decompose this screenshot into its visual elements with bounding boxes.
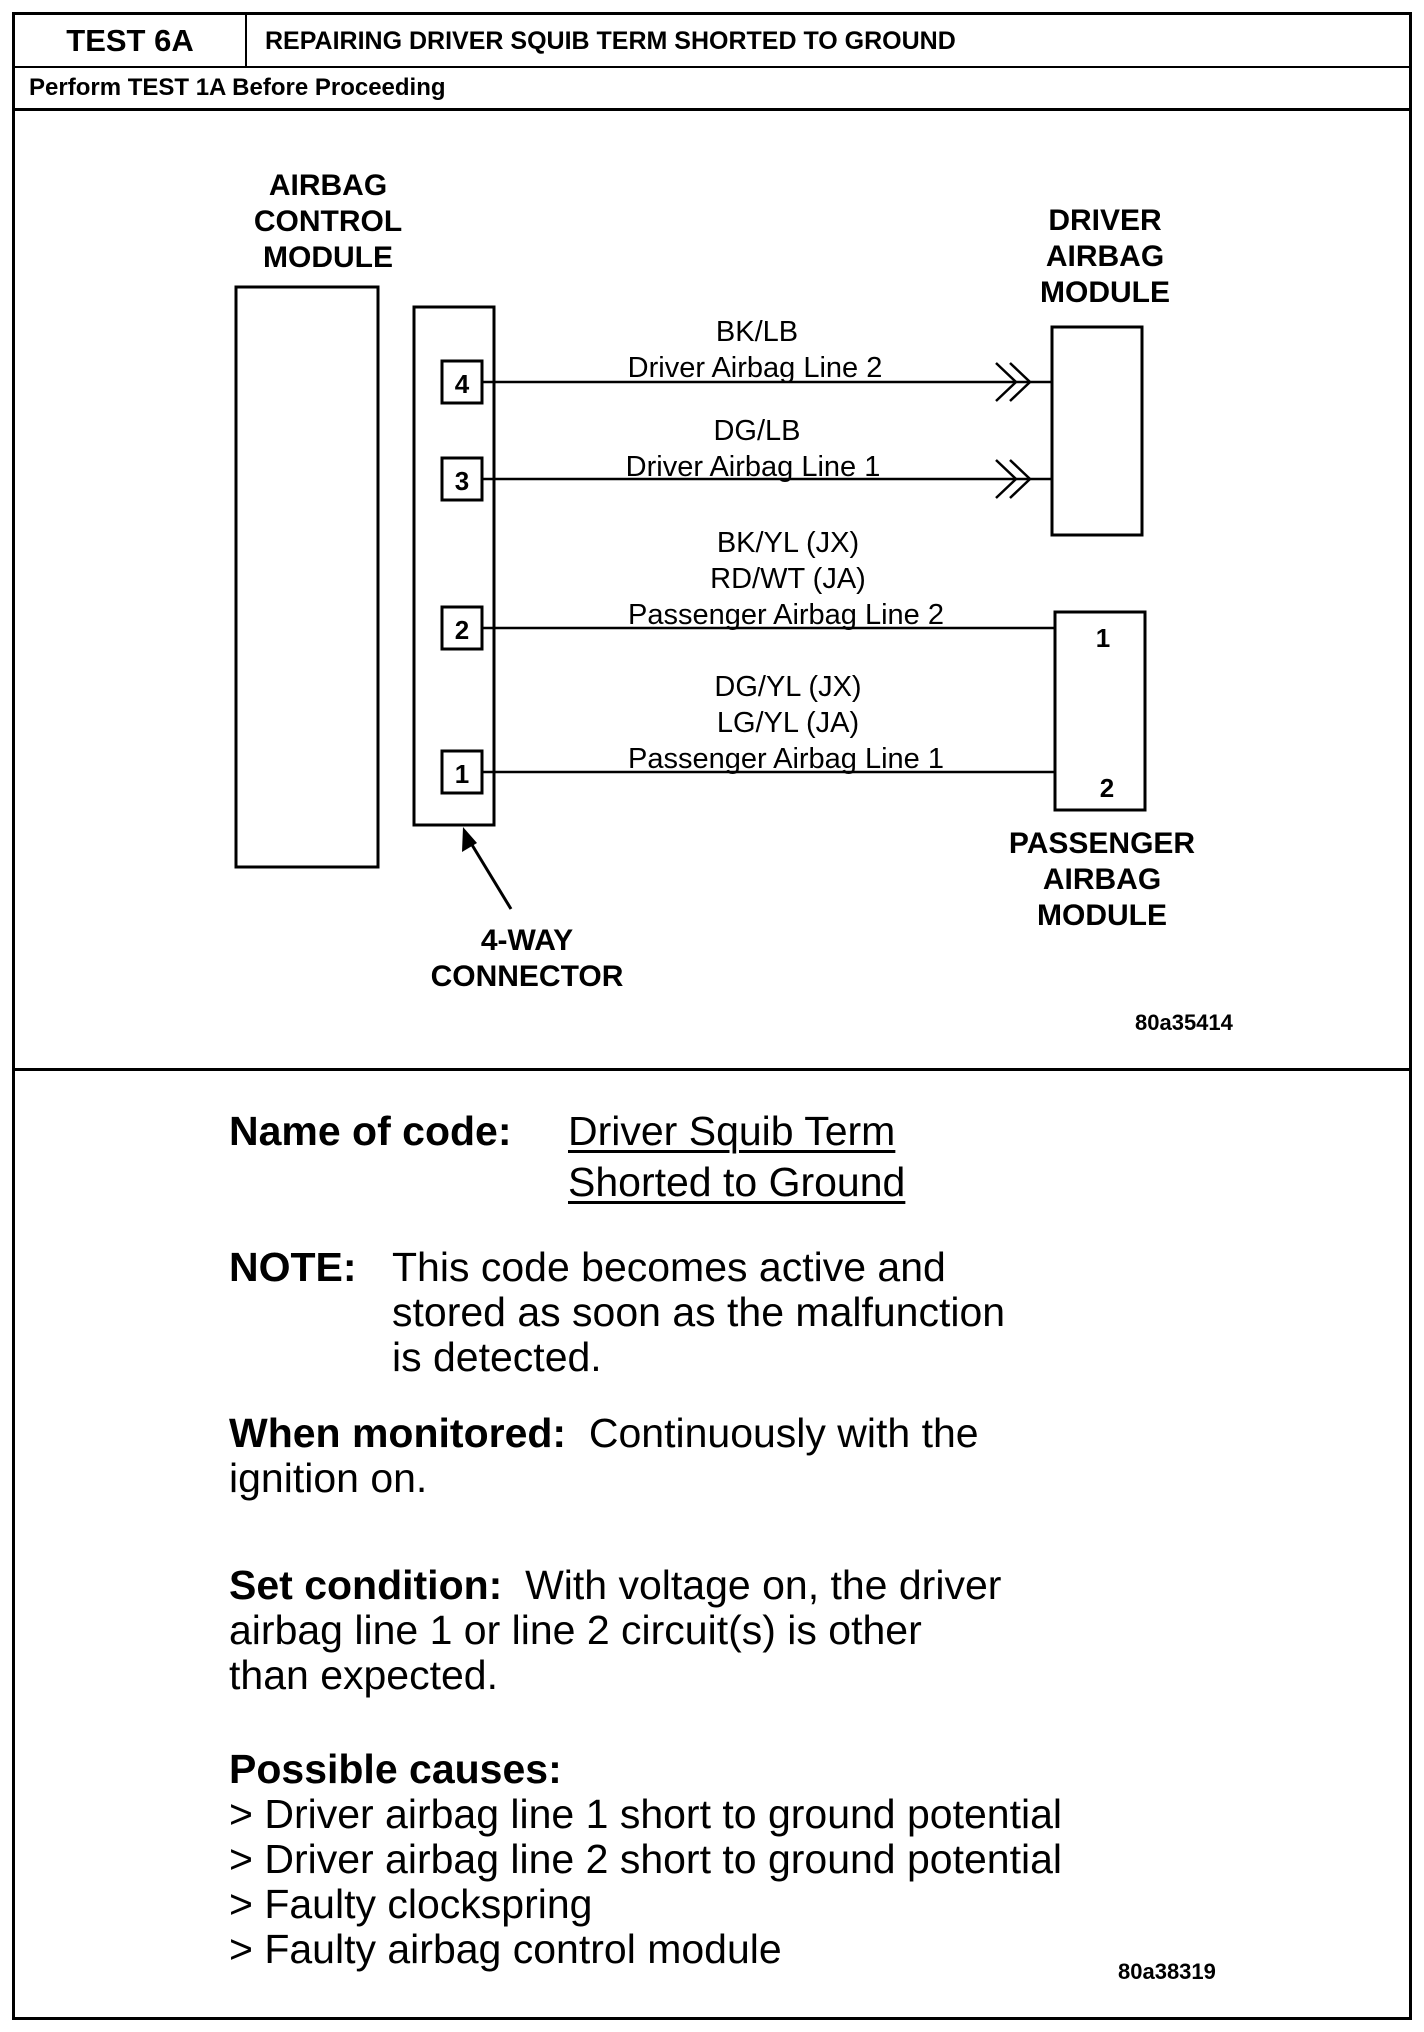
driver-airbag-module-box <box>1050 325 1144 537</box>
acm-label-1: AIRBAG <box>269 169 387 202</box>
note-label-text: NOTE: <box>229 1244 357 1290</box>
wire-pin-3-connector-chevron-a <box>995 459 1018 499</box>
passenger-label-1: PASSENGER <box>1009 827 1195 860</box>
acm-label-2: CONTROL <box>254 205 402 238</box>
possible-causes-label: Possible causes: <box>229 1746 562 1792</box>
note-label: NOTE: <box>229 1245 357 1290</box>
passenger-pin-1-label: 1 <box>1096 623 1110 653</box>
code-name-label: Name of code: <box>229 1108 512 1154</box>
wire-pin-1-color-jx: DG/YL (JX) <box>714 671 861 703</box>
four-way-connector-body <box>412 305 496 827</box>
cause-item-1: > Driver airbag line 1 short to ground p… <box>229 1791 1063 1837</box>
code-info-section: Name of code: Driver Squib Term Shorted … <box>15 1071 1409 2017</box>
diagram-figure-id: 80a35414 <box>1135 1010 1234 1035</box>
note-line-1: This code becomes active and <box>392 1244 946 1290</box>
pin-1-box <box>440 749 484 795</box>
code-name-block: Name of code: Driver Squib Term <box>229 1108 895 1154</box>
airbag-control-module-box <box>234 285 380 869</box>
driver-label-3: MODULE <box>1040 276 1170 309</box>
pin-4-label: 4 <box>455 369 470 399</box>
wire-pin-3-name: Driver Airbag Line 1 <box>626 451 881 483</box>
info-figure-id: 80a38319 <box>1118 1959 1216 1984</box>
header-row: TEST 6A REPAIRING DRIVER SQUIB TERM SHOR… <box>15 15 1409 68</box>
wire-pin-4-color: BK/LB <box>716 316 798 348</box>
connector-label-2: CONNECTOR <box>431 960 624 993</box>
wire-pin-3-color: DG/LB <box>713 415 800 447</box>
test-id: TEST 6A <box>15 15 247 66</box>
when-monitored-text-1: Continuously with the <box>588 1410 979 1456</box>
wire-pin-4-connector-chevron-b <box>1009 362 1032 402</box>
set-condition-text-3: than expected. <box>229 1652 498 1698</box>
cause-item-2: > Driver airbag line 2 short to ground p… <box>229 1836 1063 1882</box>
note-line-3: is detected. <box>392 1334 602 1380</box>
possible-causes-block: Possible causes: > Driver airbag line 1 … <box>229 1747 1062 1972</box>
when-monitored-label: When monitored: <box>229 1410 567 1456</box>
passenger-pin-2-label: 2 <box>1100 773 1114 803</box>
code-name-line-2: Shorted to Ground <box>568 1159 906 1205</box>
driver-label-1: DRIVER <box>1048 204 1162 237</box>
pin-4-box <box>440 359 484 405</box>
wire-pin-2-color-jx: BK/YL (JX) <box>717 527 859 559</box>
set-condition-text-2: airbag line 1 or line 2 circuit(s) is ot… <box>229 1607 922 1653</box>
wire-pin-4-name: Driver Airbag Line 2 <box>628 352 883 384</box>
when-monitored-block: When monitored: Continuously with the ig… <box>229 1411 979 1501</box>
cause-item-4: > Faulty airbag control module <box>229 1926 782 1972</box>
note-line-2: stored as soon as the malfunction <box>392 1289 1006 1335</box>
wiring-diagram-svg: AIRBAG CONTROL MODULE 4 3 2 1 4-WAY CONN… <box>234 169 1234 1035</box>
passenger-airbag-module-box <box>1053 610 1147 812</box>
when-monitored-text-2: ignition on. <box>229 1455 428 1501</box>
set-condition-label: Set condition: <box>229 1562 503 1608</box>
acm-label-3: MODULE <box>263 241 393 274</box>
wire-pin-2-name: Passenger Airbag Line 2 <box>628 599 944 631</box>
cause-item-3: > Faulty clockspring <box>229 1881 593 1927</box>
wiring-diagram: AIRBAG CONTROL MODULE 4 3 2 1 4-WAY CONN… <box>15 111 1409 1071</box>
pin-1-label: 1 <box>455 759 469 789</box>
connector-pointer-line <box>464 834 513 910</box>
driver-label-2: AIRBAG <box>1046 240 1164 273</box>
test-title: REPAIRING DRIVER SQUIB TERM SHORTED TO G… <box>265 27 956 55</box>
pin-3-box <box>440 456 484 502</box>
passenger-label-3: MODULE <box>1037 899 1167 932</box>
set-condition-block: Set condition: With voltage on, the driv… <box>229 1563 1001 1698</box>
prerequisite-note: Perform TEST 1A Before Proceeding <box>15 68 1409 111</box>
note-text: This code becomes active and stored as s… <box>392 1245 1005 1380</box>
wire-pin-2-color-ja: RD/WT (JA) <box>710 563 866 595</box>
wire-pin-3-connector-chevron-b <box>1009 459 1032 499</box>
pin-2-label: 2 <box>455 615 469 645</box>
wire-pin-4-connector-chevron-a <box>995 362 1018 402</box>
wire-pin-1-color-ja: LG/YL (JA) <box>717 707 859 739</box>
set-condition-text-1: With voltage on, the driver <box>525 1562 1002 1608</box>
passenger-label-2: AIRBAG <box>1043 863 1161 896</box>
wire-pin-1-name: Passenger Airbag Line 1 <box>628 743 944 775</box>
test-sheet: TEST 6A REPAIRING DRIVER SQUIB TERM SHOR… <box>12 12 1412 2020</box>
connector-pointer-arrowhead <box>462 827 477 852</box>
connector-label-1: 4-WAY <box>481 924 573 957</box>
pin-3-label: 3 <box>455 466 469 496</box>
code-name-line-1: Driver Squib Term <box>568 1108 896 1154</box>
